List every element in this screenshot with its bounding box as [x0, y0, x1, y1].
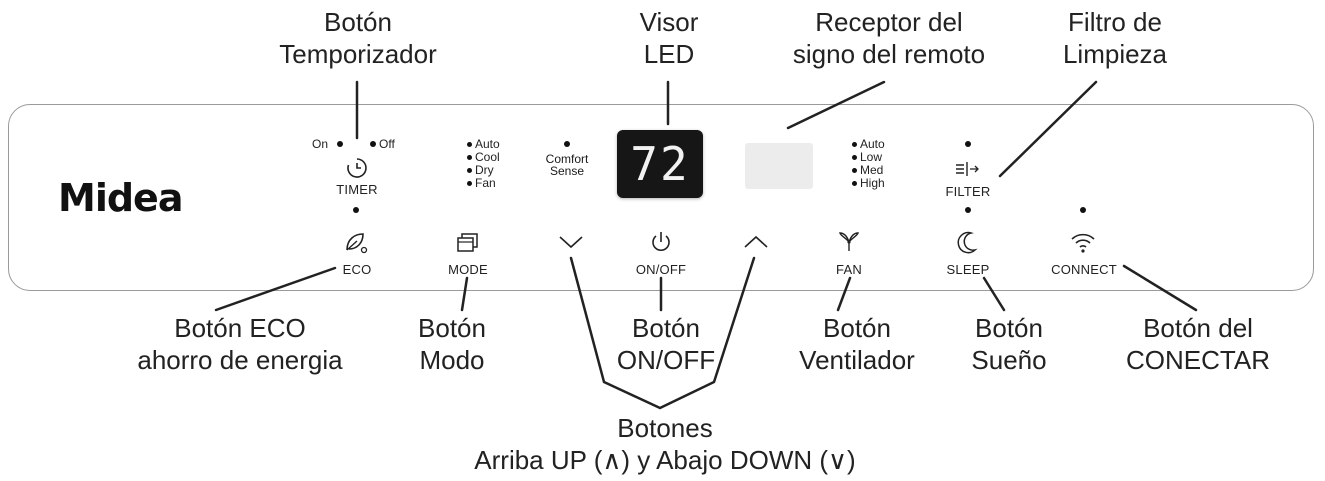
callout-connect-line2: CONECTAR	[1126, 345, 1270, 375]
callout-updown-line2: Arriba UP (∧) y Abajo DOWN (∨)	[474, 445, 856, 475]
callout-led-line2: LED	[643, 39, 695, 69]
callout-onoff-line2: ON/OFF	[616, 345, 716, 375]
filter-indicator	[965, 141, 971, 147]
eco-button-label[interactable]: ECO	[342, 262, 372, 277]
timer-button-label[interactable]: TIMER	[336, 182, 378, 197]
leader-connect	[1122, 264, 1198, 312]
callout-onoff: Botón ON/OFF	[606, 312, 726, 376]
connect-indicator	[1080, 207, 1086, 213]
callout-mode: Botón Modo	[402, 312, 502, 376]
timer-off-label: Off	[379, 137, 395, 151]
callout-updown-line1: Botones	[617, 413, 713, 443]
fan-option-med: Med	[852, 164, 885, 176]
eco-leaf-icon[interactable]	[343, 230, 369, 256]
mode-option-dry: Dry	[467, 164, 500, 176]
callout-sleep-line1: Botón	[975, 313, 1043, 343]
sleep-button-label[interactable]: SLEEP	[946, 262, 990, 277]
callout-filter: Filtro de Limpieza	[1030, 6, 1200, 70]
fan-button-label[interactable]: FAN	[836, 262, 862, 277]
comfort-sense-label: Comfort Sense	[538, 153, 596, 177]
filter-label[interactable]: FILTER	[945, 184, 991, 199]
callout-eco-line1: Botón ECO	[174, 313, 306, 343]
mode-option-cool: Cool	[467, 151, 500, 163]
timer-icon[interactable]	[345, 156, 369, 180]
comfort-sense-indicator	[564, 141, 570, 147]
remote-signal-receiver	[745, 143, 813, 189]
callout-eco: Botón ECO ahorro de energia	[110, 312, 370, 376]
callout-mode-line1: Botón	[418, 313, 486, 343]
timer-on-label: On	[312, 137, 329, 151]
callout-onoff-line1: Botón	[632, 313, 700, 343]
callout-connect-line1: Botón del	[1143, 313, 1253, 343]
comfort-sense-line1: Comfort	[545, 152, 589, 166]
callout-led: Visor LED	[624, 6, 714, 70]
leader-mode	[460, 276, 469, 312]
brand-logo: Midea	[58, 176, 183, 220]
callout-fan: Botón Ventilador	[782, 312, 932, 376]
leader-fan	[836, 276, 852, 312]
mode-icon[interactable]	[455, 230, 481, 254]
fan-icon[interactable]	[836, 229, 862, 255]
leader-updown	[569, 256, 756, 410]
callout-receiver-line1: Receptor del	[815, 7, 963, 37]
filter-icon	[956, 162, 979, 176]
callout-sleep-line2: Sueño	[971, 345, 1047, 375]
callout-timer: Botón Temporizador	[262, 6, 454, 70]
timer-on-indicator	[337, 141, 343, 147]
wifi-icon[interactable]	[1069, 230, 1097, 254]
callout-connect: Botón del CONECTAR	[1108, 312, 1288, 376]
leader-receiver	[786, 80, 886, 130]
callout-receiver-line2: signo del remoto	[792, 39, 986, 69]
moon-icon[interactable]	[955, 229, 981, 255]
fan-speed-options: Auto Low Med High	[852, 138, 885, 189]
comfort-sense-line2: Sense	[549, 164, 585, 178]
fan-option-low: Low	[852, 151, 885, 163]
leader-eco	[214, 266, 337, 312]
led-display: 72	[617, 130, 703, 198]
callout-timer-line1: Botón	[324, 7, 392, 37]
fan-option-auto: Auto	[852, 138, 885, 150]
leader-sleep	[982, 276, 1006, 312]
callout-timer-line2: Temporizador	[279, 39, 437, 69]
callout-fan-line1: Botón	[823, 313, 891, 343]
leader-filter	[998, 80, 1098, 178]
connect-button-label[interactable]: CONNECT	[1051, 262, 1117, 277]
led-display-value: 72	[630, 137, 690, 191]
callout-eco-line2: ahorro de energia	[137, 345, 343, 375]
callout-led-line1: Visor	[639, 7, 699, 37]
power-icon[interactable]	[648, 229, 674, 255]
callout-receiver: Receptor del signo del remoto	[766, 6, 1012, 70]
callout-filter-line1: Filtro de	[1068, 7, 1162, 37]
timer-off-indicator	[370, 141, 376, 147]
callout-fan-line2: Ventilador	[799, 345, 915, 375]
callout-filter-line2: Limpieza	[1062, 39, 1168, 69]
mode-options: Auto Cool Dry Fan	[467, 138, 500, 189]
mode-option-auto: Auto	[467, 138, 500, 150]
callout-updown: Botones Arriba UP (∧) y Abajo DOWN (∨)	[400, 412, 930, 476]
callout-mode-line2: Modo	[419, 345, 485, 375]
mode-button-label[interactable]: MODE	[448, 262, 488, 277]
onoff-button-label[interactable]: ON/OFF	[635, 262, 687, 277]
fan-option-high: High	[852, 177, 885, 189]
callout-sleep: Botón Sueño	[954, 312, 1064, 376]
mode-option-fan: Fan	[467, 177, 500, 189]
down-button-icon[interactable]	[558, 234, 584, 250]
up-button-icon[interactable]	[743, 234, 769, 250]
sleep-indicator	[965, 207, 971, 213]
eco-indicator	[353, 207, 359, 213]
